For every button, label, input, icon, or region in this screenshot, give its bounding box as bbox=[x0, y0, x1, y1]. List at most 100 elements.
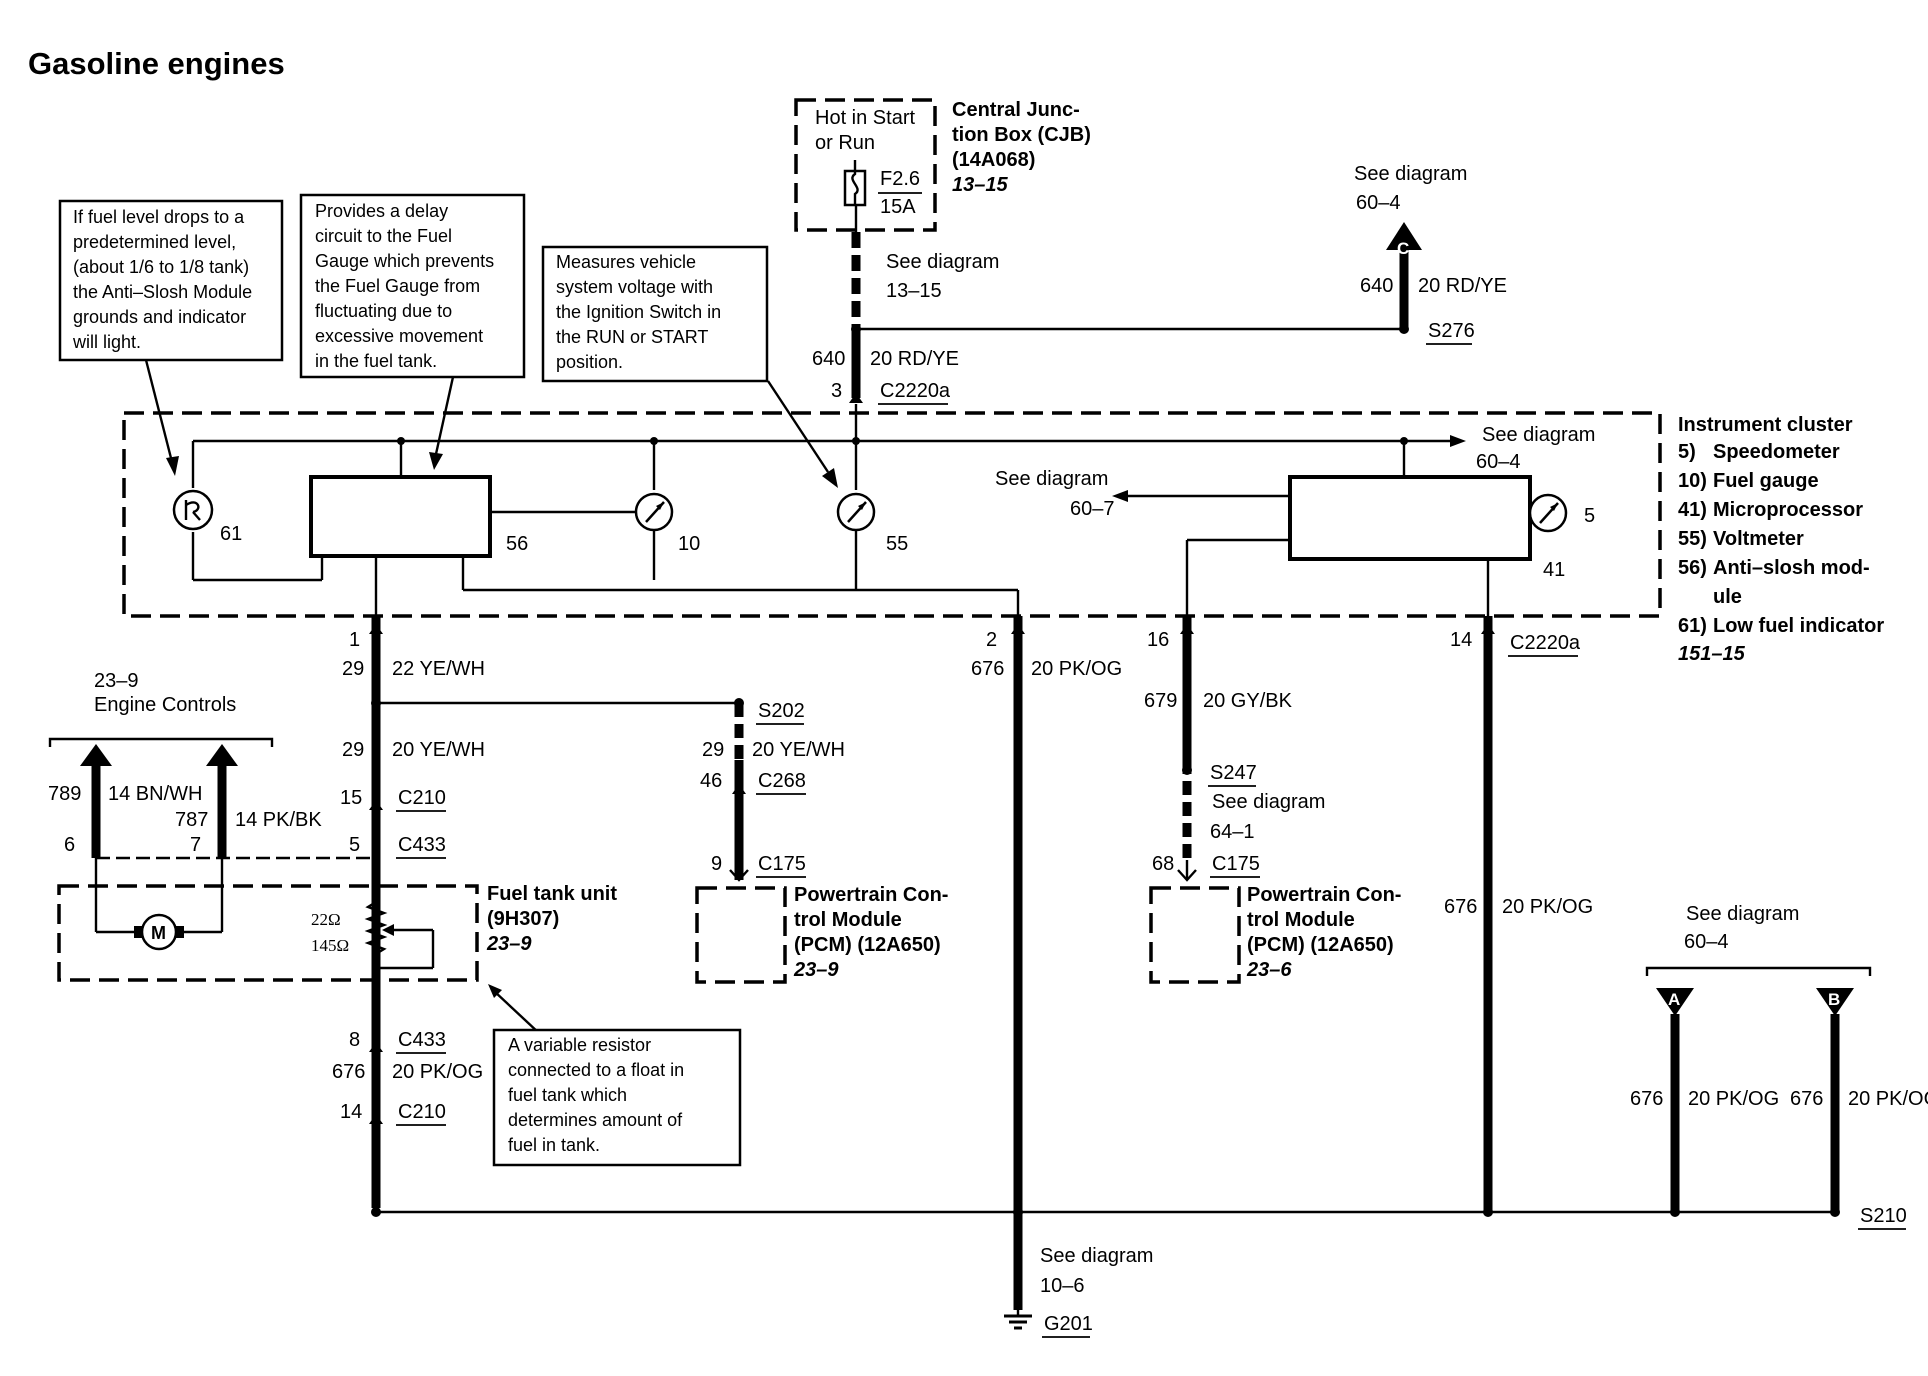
pin-5: 5 bbox=[349, 834, 360, 856]
pcm2-label-2: trol Module bbox=[1247, 909, 1355, 931]
low-fuel-indicator-icon bbox=[172, 489, 214, 531]
see-60-4-top-2: 60–4 bbox=[1356, 192, 1401, 214]
fuel-pump-motor-icon: M bbox=[134, 913, 184, 951]
pin-8: 8 bbox=[349, 1029, 360, 1051]
legend-5-text: Anti–slosh mod- bbox=[1713, 557, 1870, 579]
cjb-label-2: tion Box (CJB) bbox=[952, 124, 1091, 146]
legend-3-text: Microprocessor bbox=[1713, 499, 1863, 521]
pin-1: 1 bbox=[349, 629, 360, 651]
cluster-id-61: 61 bbox=[220, 523, 242, 545]
cluster-legend: Instrument cluster 5) Speedometer 10) Fu… bbox=[1678, 414, 1884, 665]
note-voltmeter-4: the RUN or START bbox=[556, 327, 708, 347]
see-60-4-cluster-2: 60–4 bbox=[1476, 451, 1521, 473]
cjb-label-3: (14A068) bbox=[952, 149, 1035, 171]
s202-spec: 20 YE/WH bbox=[752, 739, 845, 761]
microprocessor-module bbox=[1288, 475, 1532, 561]
pcm1-label-2: trol Module bbox=[794, 909, 902, 931]
wire-676-spec: 20 PK/OG bbox=[1031, 658, 1122, 680]
cluster-id-55: 55 bbox=[886, 533, 908, 555]
cluster-id-56: 56 bbox=[506, 533, 528, 555]
note-delay-2: circuit to the Fuel bbox=[315, 226, 452, 246]
note-delay-5: fluctuating due to bbox=[315, 301, 452, 321]
motor-label: M bbox=[151, 923, 166, 943]
wire-787-circuit: 787 bbox=[175, 809, 208, 831]
s202-circuit: 29 bbox=[702, 739, 724, 761]
resistance-145: 145Ω bbox=[311, 936, 349, 955]
legend-5-cont: ule bbox=[1713, 586, 1742, 608]
splice-s202: S202 bbox=[758, 700, 805, 722]
cjb-hot-line-2: or Run bbox=[815, 132, 875, 154]
pin-2: 2 bbox=[986, 629, 997, 651]
variable-resistor-icon bbox=[364, 880, 435, 970]
note-resistor-4: determines amount of bbox=[508, 1110, 683, 1130]
wa-circuit: 676 bbox=[1630, 1088, 1663, 1110]
fuse-id: F2.6 bbox=[880, 168, 920, 190]
pcm1-label-3: (PCM) (12A650) bbox=[794, 934, 941, 956]
fuel-gauge-icon bbox=[634, 492, 674, 532]
fuel-tank-label-1: Fuel tank unit bbox=[487, 883, 617, 905]
pin-16: 16 bbox=[1147, 629, 1169, 651]
wire-789-circuit: 789 bbox=[48, 783, 81, 805]
engine-controls-label: Engine Controls bbox=[94, 694, 236, 716]
splice-s210: S210 bbox=[1860, 1205, 1907, 1227]
ground-g201: G201 bbox=[1044, 1313, 1093, 1335]
note-delay-3: Gauge which prevents bbox=[315, 251, 494, 271]
legend-3-num: 41) bbox=[1678, 499, 1707, 521]
pin-7: 7 bbox=[190, 834, 201, 856]
note-voltmeter-5: position. bbox=[556, 352, 623, 372]
note-resistor-2: connected to a float in bbox=[508, 1060, 684, 1080]
legend-ref: 151–15 bbox=[1678, 643, 1746, 665]
splice-s247: S247 bbox=[1210, 762, 1257, 784]
legend-5-num: 56) bbox=[1678, 557, 1707, 579]
fuse-icon bbox=[843, 160, 867, 207]
connector-b-icon bbox=[1816, 988, 1854, 1016]
pin-14-left: 14 bbox=[340, 1101, 362, 1123]
see-60-4-br-1: See diagram bbox=[1686, 903, 1799, 925]
note-anti-slosh-1: If fuel level drops to a bbox=[73, 207, 245, 227]
fuel-tank-ref: 23–9 bbox=[486, 933, 532, 955]
ground-see-2: 10–6 bbox=[1040, 1275, 1085, 1297]
s247-pin68: 68 bbox=[1152, 853, 1174, 875]
note-anti-slosh: If fuel level drops to a predetermined l… bbox=[58, 199, 284, 362]
legend-1-text: Speedometer bbox=[1713, 441, 1840, 463]
wire-679-circuit: 679 bbox=[1144, 690, 1177, 712]
legend-title: Instrument cluster bbox=[1678, 414, 1853, 436]
right-wire-spec: 20 PK/OG bbox=[1502, 896, 1593, 918]
pin-14: 14 bbox=[1450, 629, 1472, 651]
c2220a-top-conn: C2220a bbox=[880, 380, 951, 402]
c210-top: C210 bbox=[398, 787, 446, 809]
note-delay-6: excessive movement bbox=[315, 326, 483, 346]
pcm1-ref: 23–9 bbox=[793, 959, 839, 981]
connector-a-label: A bbox=[1668, 990, 1680, 1009]
wire-29-spec: 22 YE/WH bbox=[392, 658, 485, 680]
pin-6: 6 bbox=[64, 834, 75, 856]
note-resistor-3: fuel tank which bbox=[508, 1085, 627, 1105]
see-60-4-br-2: 60–4 bbox=[1684, 931, 1729, 953]
speedometer-icon bbox=[1528, 493, 1568, 533]
resistance-22: 22Ω bbox=[311, 910, 341, 929]
wire-679-spec: 20 GY/BK bbox=[1203, 690, 1293, 712]
wb-spec: 20 PK/OG bbox=[1848, 1088, 1928, 1110]
anti-slosh-module bbox=[309, 475, 492, 558]
note-resistor: A variable resistor connected to a float… bbox=[492, 1028, 742, 1167]
cluster-id-10: 10 bbox=[678, 533, 700, 555]
pcm2-ref: 23–6 bbox=[1246, 959, 1292, 981]
w676-left-spec: 20 PK/OG bbox=[392, 1061, 483, 1083]
s202-c268: C268 bbox=[758, 770, 806, 792]
connector-b-label: B bbox=[1828, 990, 1840, 1009]
central-junction-box: Hot in Start or Run F2.6 15A Central Jun… bbox=[794, 98, 1091, 232]
note-voltmeter-3: the Ignition Switch in bbox=[556, 302, 721, 322]
wa-spec: 20 PK/OG bbox=[1688, 1088, 1779, 1110]
w676-left-circuit: 676 bbox=[332, 1061, 365, 1083]
s202-pin9: 9 bbox=[711, 853, 722, 875]
page-title: Gasoline engines bbox=[28, 46, 285, 81]
see-cjb-2: 13–15 bbox=[886, 280, 942, 302]
connector-a-icon bbox=[1656, 988, 1694, 1016]
s247-see-2: 64–1 bbox=[1210, 821, 1255, 843]
cjb-label-1: Central Junc- bbox=[952, 99, 1080, 121]
w29b-spec: 20 YE/WH bbox=[392, 739, 485, 761]
s247-c175: C175 bbox=[1212, 853, 1260, 875]
c2220a-bottom: C2220a bbox=[1510, 632, 1581, 654]
c433-bottom: C433 bbox=[398, 1029, 446, 1051]
fuel-tank-unit-box bbox=[57, 884, 479, 982]
